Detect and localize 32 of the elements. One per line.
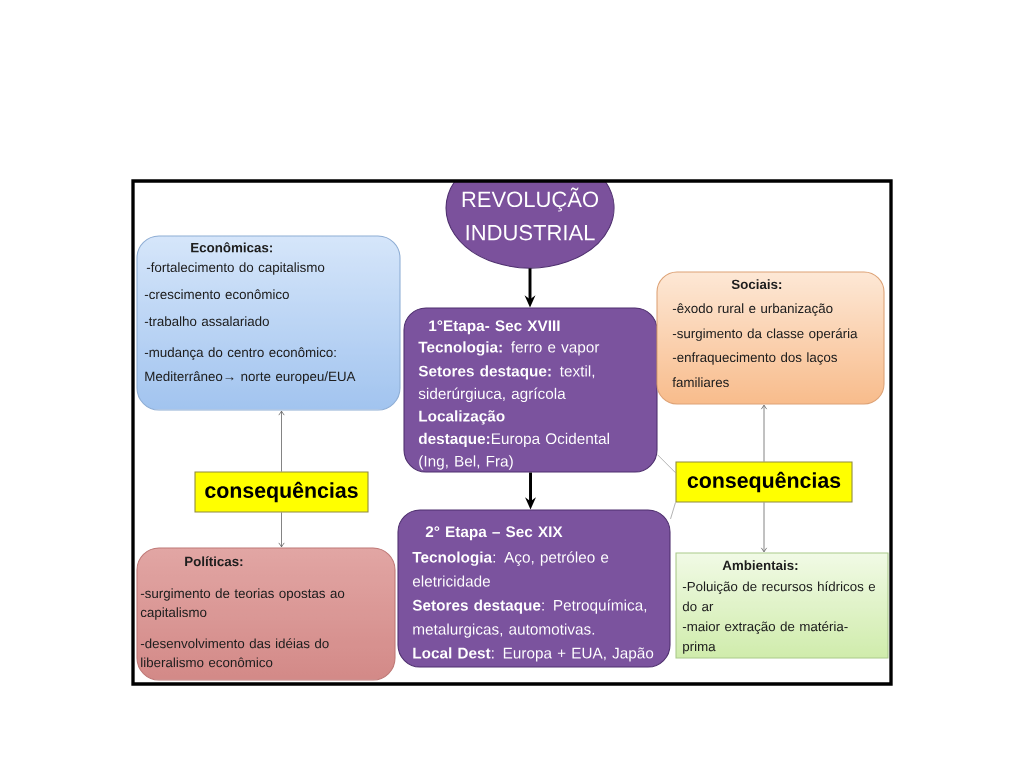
list-item: -crescimento econômico <box>144 289 289 300</box>
highlight-label: consequências <box>675 461 853 503</box>
box-heading: Políticas: <box>185 556 243 567</box>
list-item: -maior extração de matéria-prima <box>682 621 848 654</box>
list-item: -surgimento de teorias opostas ao capitalismo <box>140 588 345 620</box>
stage-text: Tecnologia: ferro e vapor <box>418 341 600 356</box>
stage-heading: 1°Etapa- Sec XVIII <box>429 320 560 335</box>
list-item: -trabalho assalariado <box>144 316 269 327</box>
highlight-label: consequências <box>194 471 369 513</box>
stage-text: Setores destaque: Petroquímica, metalurgicas, automotivas. <box>412 599 647 638</box>
connector-line <box>670 502 676 520</box>
box-heading: Ambientais: <box>722 560 798 571</box>
list-item: -mudança do centro econômico: Mediterrâneo→ norte europeu/EUA <box>144 347 356 384</box>
stage-text: Tecnologia: Aço, petróleo e eletricidade <box>412 551 609 587</box>
title-text: REVOLUÇÃO INDUSTRIAL <box>462 187 598 241</box>
box-heading: Sociais: <box>731 279 782 290</box>
arrow <box>278 410 285 472</box>
list-item: -Poluição de recursos hídricos e do ar <box>682 581 876 612</box>
box-heading: Econômicas: <box>191 242 272 253</box>
list-item: -êxodo rural e urbanização <box>672 303 833 316</box>
list-item: -desenvolvimento das idéias do liberalismo econômico <box>140 638 329 668</box>
list-item: -fortalecimento do capitalismo <box>146 262 325 275</box>
stage-heading: 2° Etapa – Sec XIX <box>425 526 563 541</box>
arrow <box>761 404 767 462</box>
arrow <box>761 502 767 553</box>
list-item: -enfraquecimento dos laços familiares <box>672 352 838 388</box>
stage-text: Localização destaque:Europa Ocidental (Ing, Bel, Fra) <box>418 410 609 470</box>
stage-text: Setores destaque: textil, siderúrgiuca, agrícola <box>418 365 595 403</box>
list-item: -surgimento da classe operária <box>672 328 858 341</box>
arrow <box>278 512 285 548</box>
stage-text: Local Dest: Europa + EUA, Japão <box>413 647 654 662</box>
connector-line <box>657 454 676 474</box>
